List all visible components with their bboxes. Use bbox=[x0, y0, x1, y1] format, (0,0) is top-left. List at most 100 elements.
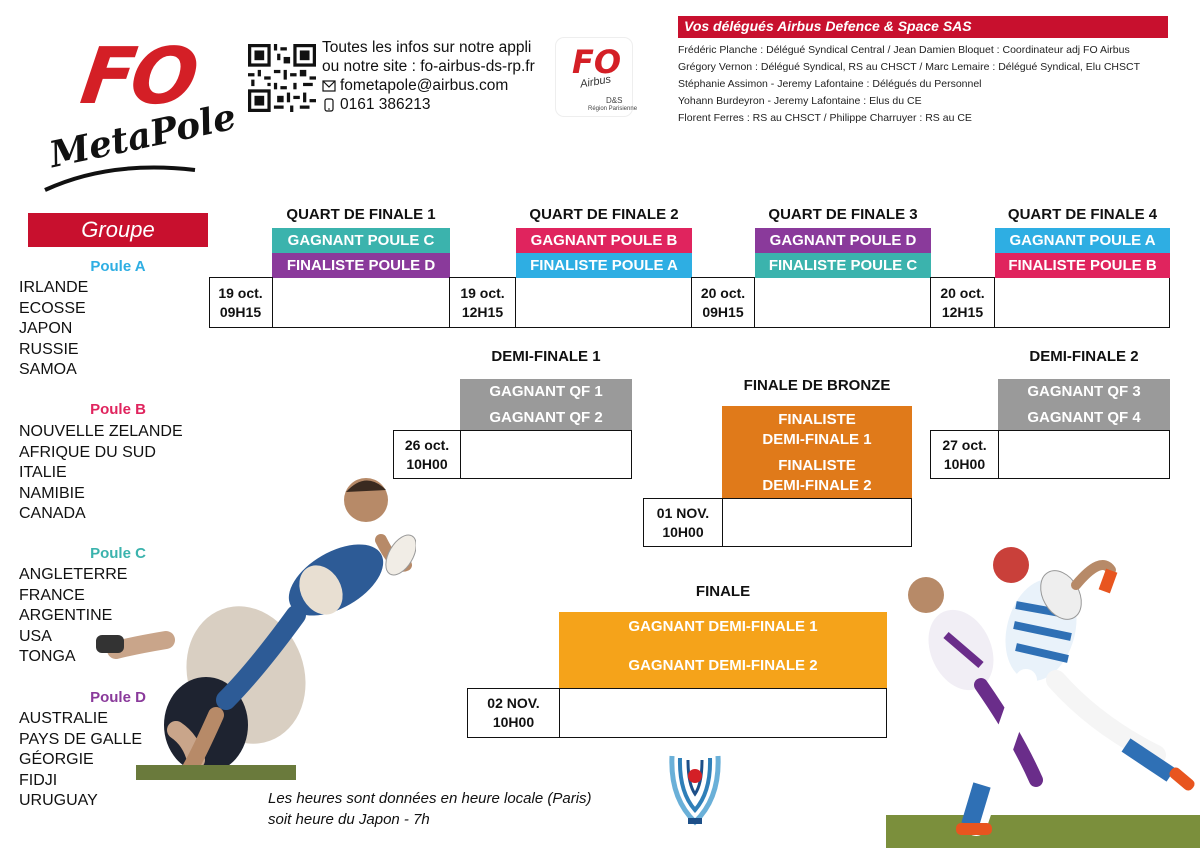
qf4-title: QUART DE FINALE 4 bbox=[1007, 206, 1158, 223]
team-name: GÉORGIE bbox=[19, 751, 94, 768]
bronze-teams-block bbox=[722, 406, 912, 498]
poule-b-title: Poule B bbox=[90, 401, 146, 418]
qf2-date: 19 oct. 12H15 bbox=[450, 277, 516, 328]
qf2-title: QUART DE FINALE 2 bbox=[529, 206, 679, 223]
bronze-team-top-line2: DEMI-FINALE 1 bbox=[762, 431, 872, 448]
sf1-date-time: 10H00 bbox=[406, 455, 448, 472]
qf3-team-bottom: FINALISTE POULE C bbox=[755, 253, 931, 278]
bronze-score-box[interactable] bbox=[722, 498, 912, 547]
rugby-player-tackle-illustration bbox=[96, 478, 416, 780]
qf2-team-top: GAGNANT POULE B bbox=[516, 228, 692, 253]
bronze-date-day: 01 NOV. bbox=[656, 504, 710, 521]
sf2-title: DEMI-FINALE 2 bbox=[1029, 348, 1139, 365]
qf3-date-day: 20 oct. bbox=[700, 284, 746, 301]
bronze-team-top-line1: FINALISTE bbox=[778, 411, 856, 428]
delegate-line: Yohann Burdeyron - Jeremy Lafontaine : E… bbox=[678, 95, 922, 107]
envelope-icon bbox=[322, 79, 336, 92]
sf2-team-top: GAGNANT QF 3 bbox=[998, 379, 1170, 405]
quarter-finals-score-row bbox=[209, 277, 1170, 328]
qf4-team-top: GAGNANT POULE A bbox=[995, 228, 1170, 253]
timezone-note-line-1: Les heures sont données en heure locale … bbox=[268, 790, 592, 807]
sf2-date: 27 oct. 10H00 bbox=[930, 430, 999, 479]
delegate-line: Frédéric Planche : Délégué Syndical Cent… bbox=[678, 44, 1130, 56]
sf1-score-box[interactable] bbox=[460, 430, 632, 479]
final-date-time: 10H00 bbox=[492, 714, 535, 730]
bronze-date-time: 10H00 bbox=[662, 523, 704, 540]
team-name: NAMIBIE bbox=[19, 484, 85, 502]
qf4-date: 20 oct.12H15 bbox=[931, 277, 995, 328]
sf2-date-time: 10H00 bbox=[943, 455, 986, 472]
final-team-top: GAGNANT DEMI-FINALE 1 bbox=[628, 618, 818, 635]
qf1-team-top: GAGNANT POULE C bbox=[272, 228, 450, 253]
team-name: IRLANDE bbox=[19, 279, 89, 296]
timezone-note-line-2: soit heure du Japon - 7h bbox=[268, 811, 430, 828]
qr-code-icon bbox=[248, 44, 316, 112]
qf4-score-box[interactable] bbox=[995, 277, 1170, 328]
team-name: TONGA bbox=[19, 648, 76, 665]
qf2-date-day: 19 oct. bbox=[460, 284, 505, 301]
poule-a-title: Poule A bbox=[90, 258, 146, 275]
contact-email[interactable]: fometapole@airbus.com bbox=[340, 77, 509, 94]
sf2-team-bottom: GAGNANT QF 4 bbox=[998, 405, 1170, 431]
poule-d-title: Poule D bbox=[90, 689, 146, 706]
sf1-title: DEMI-FINALE 1 bbox=[491, 348, 601, 365]
team-name: ECOSSE bbox=[19, 299, 86, 317]
qf4-date-time: 12H15 bbox=[941, 303, 984, 320]
final-date: 02 NOV. 10H00 bbox=[467, 688, 560, 738]
final-teams-block bbox=[559, 612, 887, 689]
team-name: ARGENTINE bbox=[19, 607, 113, 624]
delegates-title: Vos délégués Airbus Defence & Space SAS bbox=[678, 16, 1168, 38]
rugby-players-kick-illustration bbox=[886, 547, 1200, 848]
timezone-note: Les heures sont données en heure locale … bbox=[268, 788, 592, 830]
team-name: JAPON bbox=[19, 320, 73, 337]
team-name: CANADA bbox=[19, 505, 86, 522]
sf1-team-bottom: GAGNANT QF 2 bbox=[460, 405, 632, 431]
rugby-world-cup-logo-icon bbox=[669, 755, 721, 826]
qf3-date-time: 09H15 bbox=[702, 303, 744, 320]
bronze-team-bottom-line1: FINALISTE bbox=[778, 457, 856, 474]
final-team-bottom: GAGNANT DEMI-FINALE 2 bbox=[628, 657, 818, 674]
team-name: FRANCE bbox=[19, 586, 85, 604]
team-name: SAMOA bbox=[19, 361, 77, 378]
mini-logo-region: Région Parisienne bbox=[588, 106, 638, 112]
poule-a-teams: IRLANDE ECOSSE JAPON RUSSIE SAMOA bbox=[19, 278, 88, 381]
mini-logo-ds: D&S bbox=[606, 96, 623, 105]
team-name: AUSTRALIE bbox=[19, 710, 108, 727]
poule-c-title: Poule C bbox=[90, 545, 146, 562]
qf3-score-box[interactable] bbox=[755, 277, 931, 328]
sf2-date-day: 27 oct. bbox=[942, 436, 987, 453]
qf2-date-time: 12H15 bbox=[461, 303, 504, 320]
contact-info: Toutes les infos sur notre appli ou notr… bbox=[322, 38, 535, 114]
delegate-line: Florent Ferres : RS au CHSCT / Philippe … bbox=[678, 112, 972, 124]
team-name: ANGLETERRE bbox=[19, 566, 128, 583]
team-name: RUSSIE bbox=[19, 340, 79, 358]
final-date-day: 02 NOV. bbox=[487, 695, 540, 711]
contact-phone: 0161 386213 bbox=[340, 96, 431, 113]
team-name: ITALIE bbox=[19, 464, 67, 481]
fo-logo-letters: FO bbox=[75, 32, 200, 122]
fo-airbus-logo bbox=[556, 38, 632, 116]
qf1-date-day: 19 oct. bbox=[218, 284, 263, 301]
final-score-box[interactable] bbox=[559, 688, 887, 738]
qf3-date: 20 oct. 09H15 bbox=[692, 277, 755, 328]
qf1-date-time: 09H15 bbox=[219, 303, 262, 320]
delegate-line: Stéphanie Assimon - Jeremy Lafontaine : … bbox=[678, 78, 982, 90]
qf1-score-box[interactable] bbox=[273, 277, 450, 328]
qf3-title: QUART DE FINALE 3 bbox=[768, 206, 918, 223]
contact-line-2: ou notre site : fo-airbus-ds-rp.fr bbox=[322, 58, 535, 75]
qf1-date: 19 oct. 09H15 bbox=[209, 277, 273, 328]
logo-swoosh-icon bbox=[44, 165, 196, 192]
team-name: FIDJI bbox=[19, 771, 58, 789]
qf3-team-top: GAGNANT POULE D bbox=[755, 228, 931, 253]
final-title: FINALE bbox=[695, 583, 751, 600]
qf2-score-box[interactable] bbox=[516, 277, 692, 328]
phone-icon bbox=[324, 97, 334, 112]
qf4-team-bottom: FINALISTE POULE B bbox=[995, 253, 1170, 278]
sf2-score-box[interactable] bbox=[998, 430, 1170, 479]
mini-logo-letters: FO bbox=[572, 43, 622, 81]
bronze-team-bottom-line2: DEMI-FINALE 2 bbox=[762, 477, 872, 494]
team-name: USA bbox=[19, 627, 52, 645]
qf1-team-bottom: FINALISTE POULE D bbox=[272, 253, 450, 278]
team-name: PAYS DE GALLE bbox=[19, 730, 143, 748]
sf1-date-day: 26 oct. bbox=[404, 436, 450, 453]
